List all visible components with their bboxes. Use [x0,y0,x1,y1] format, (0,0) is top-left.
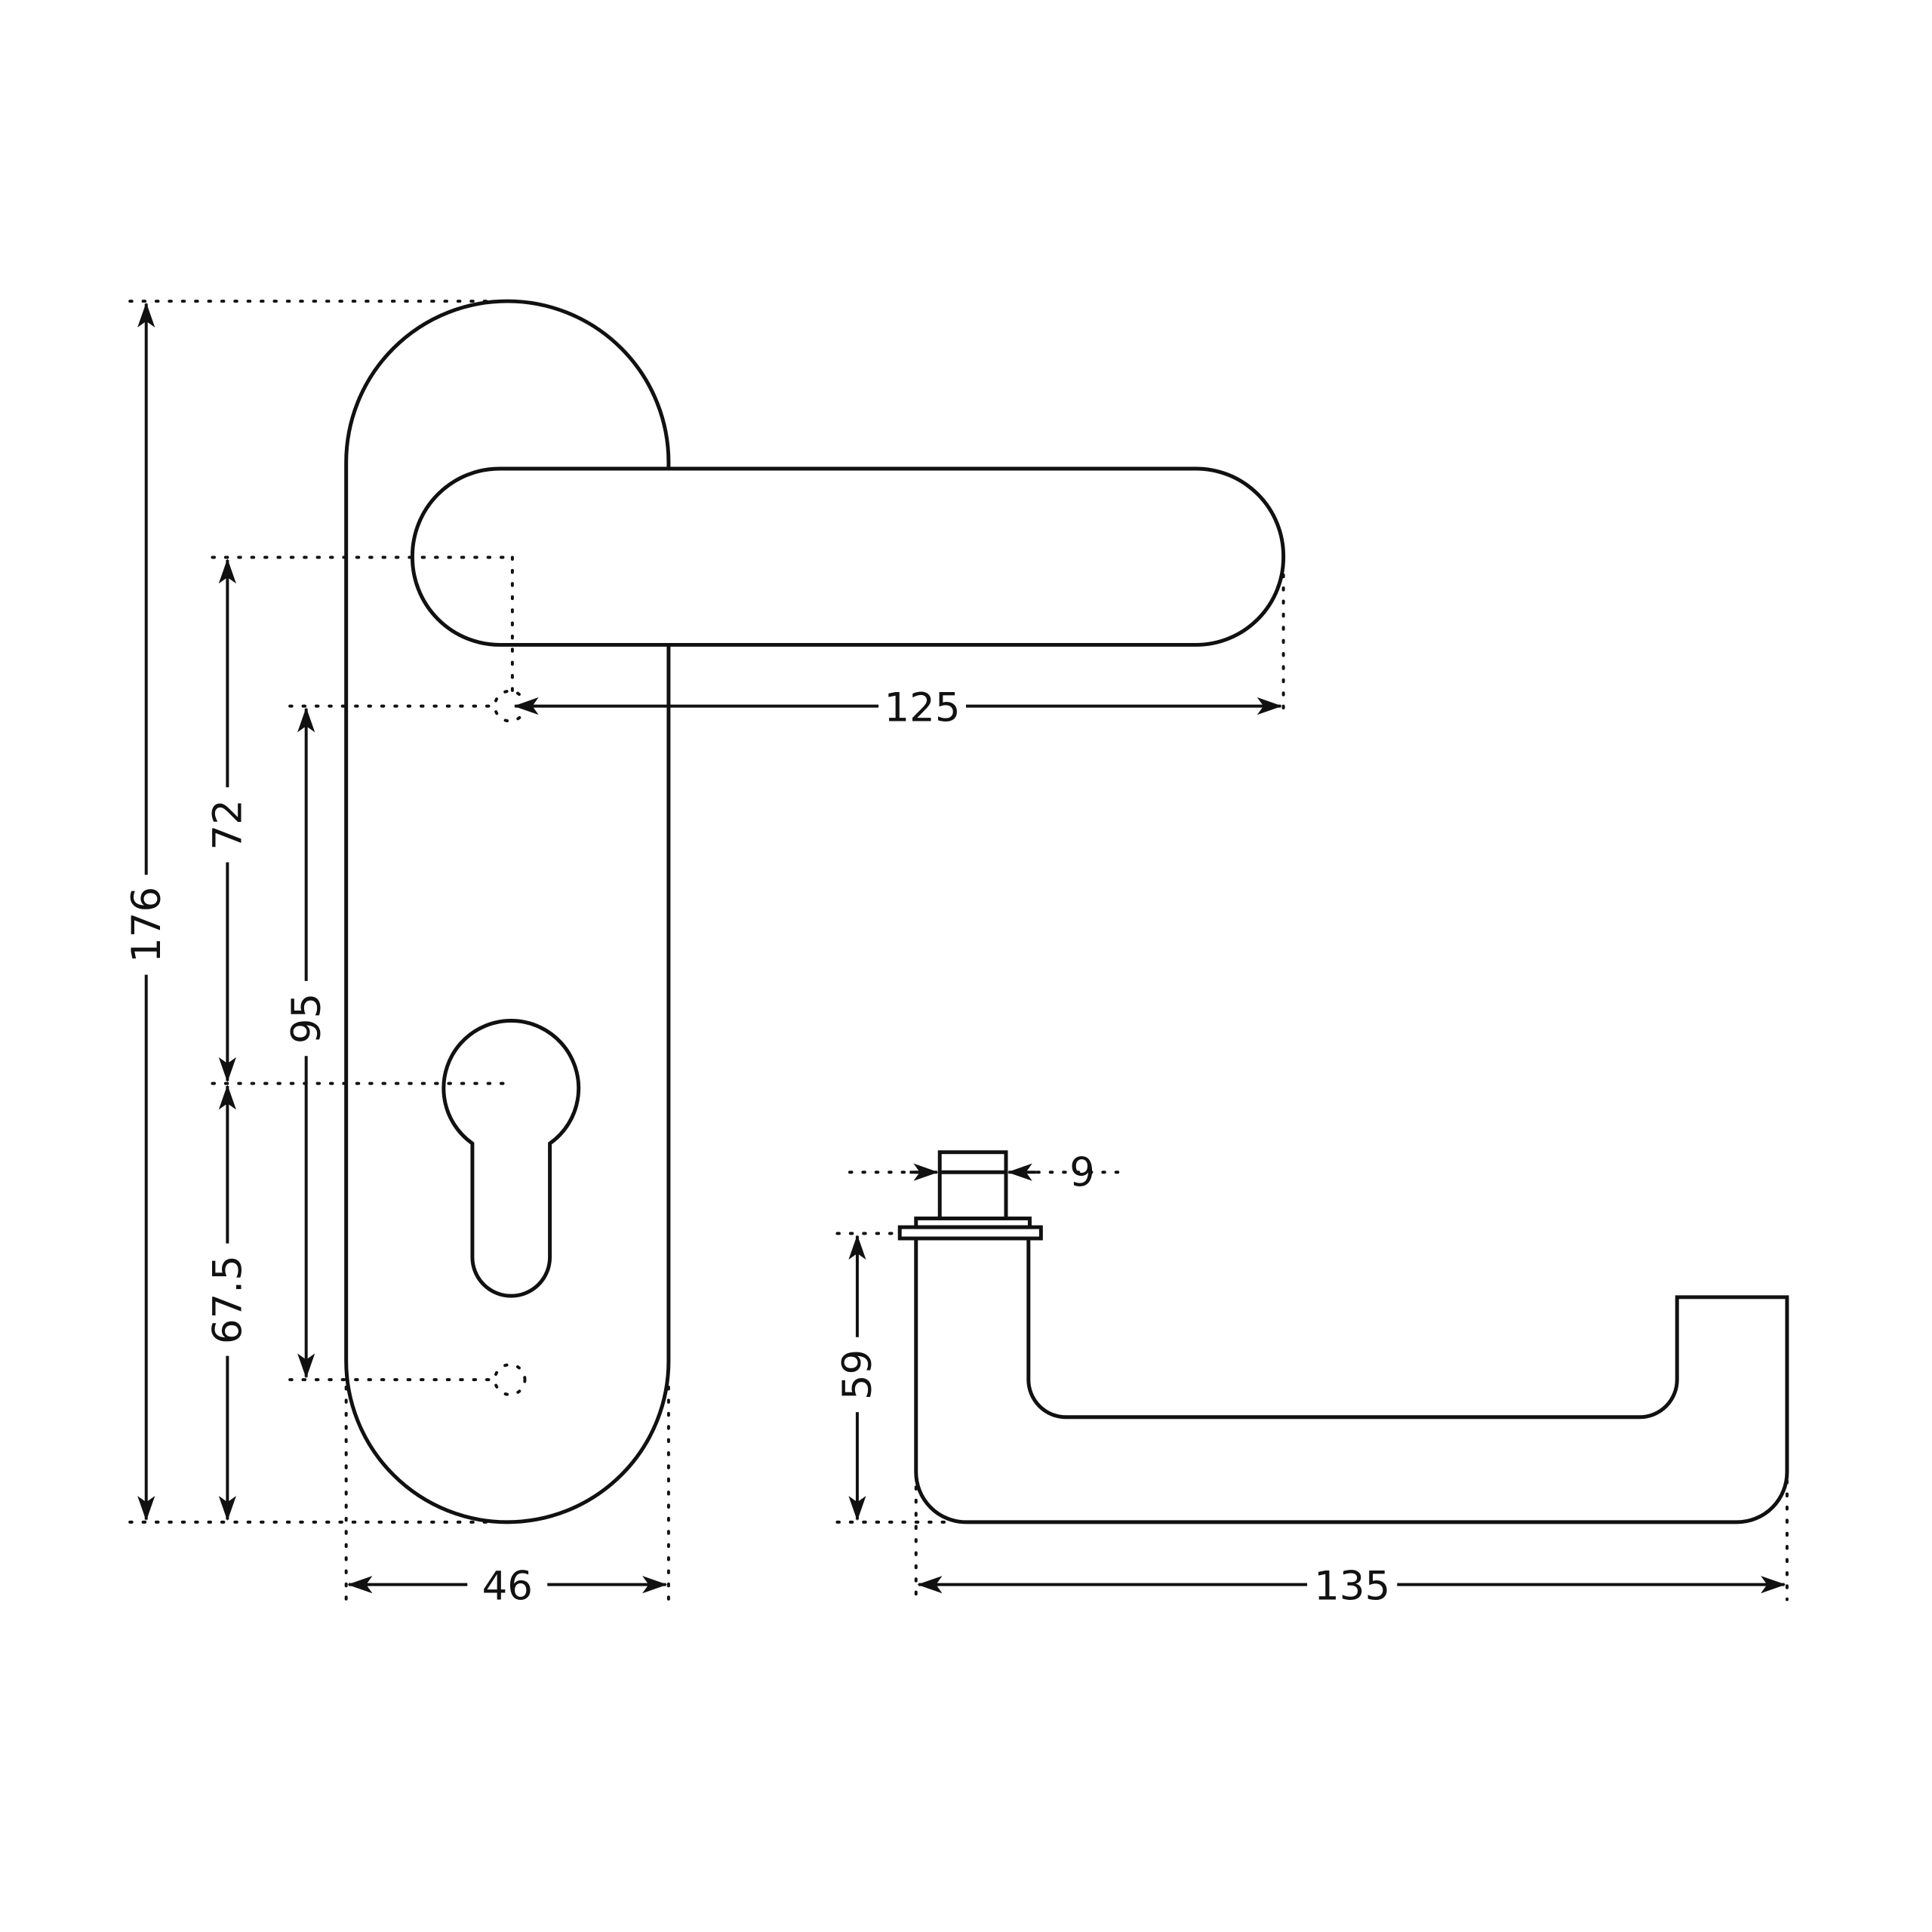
dim-lever-side-length: 135 [917,1559,1786,1610]
svg-text:125: 125 [884,685,960,731]
dim-label-176: 176 [124,887,170,963]
svg-text:59: 59 [835,1349,881,1400]
svg-text:135: 135 [1314,1564,1390,1610]
dim-projection: 59 [835,1235,881,1521]
svg-text:67.5: 67.5 [205,1255,251,1344]
lever-side-view [897,1150,1789,1524]
dim-top-to-spindle: 72 [205,558,251,1082]
keyhole [441,1019,581,1298]
lever-front-view [410,466,1286,647]
dim-spindle-to-bottom: 67.5 [205,1084,251,1521]
svg-text:9: 9 [1069,1149,1095,1195]
backplate [344,299,671,1524]
svg-text:95: 95 [284,993,330,1044]
dim-spindle-to-screw: 95 [284,707,330,1379]
svg-text:72: 72 [205,799,251,850]
dim-total-height: 176 [124,302,170,1521]
screw-center-mark [493,1363,527,1396]
dim-lever-length: 125 [513,681,1282,731]
dim-spindle-square: 9 [909,1149,1095,1195]
extension-lines [128,300,1789,1601]
svg-text:46: 46 [482,1564,533,1610]
dim-plate-width: 46 [347,1559,668,1610]
